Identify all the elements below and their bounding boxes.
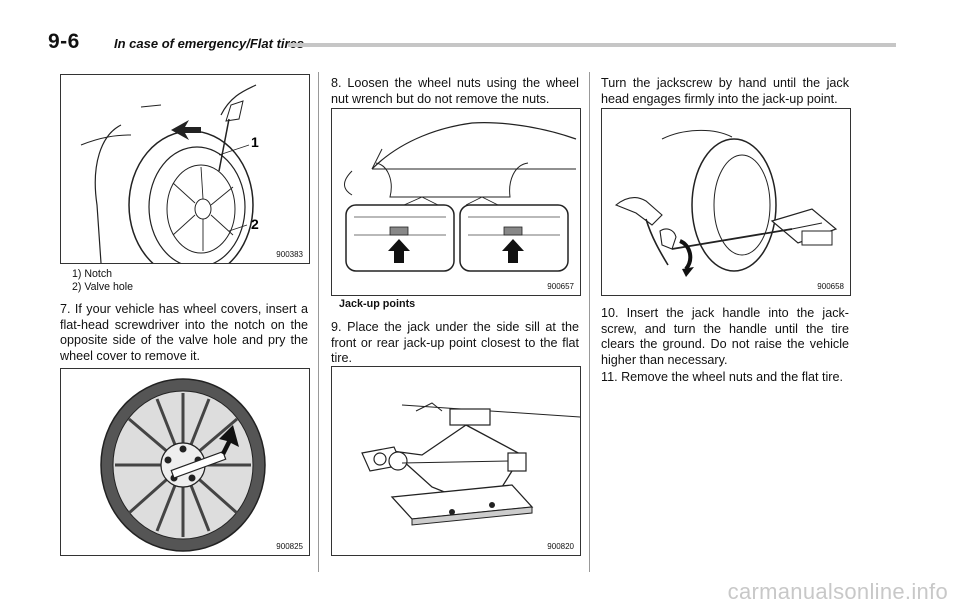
- column-divider-1: [318, 72, 319, 572]
- figure-code: 900657: [547, 282, 574, 291]
- figure-code: 900825: [276, 542, 303, 551]
- figure-jack-up-points: 900657: [331, 108, 581, 296]
- step-8-text: 8. Loosen the wheel nuts using the wheel…: [331, 76, 579, 106]
- figure-jack-handle: 900658: [601, 108, 851, 296]
- callout-2: 2: [251, 216, 259, 232]
- watermark: carmanualsonline.info: [727, 579, 948, 604]
- figure-legend: 1) Notch 2) Valve hole: [72, 268, 302, 294]
- step-7-text: 7. If your vehicle has wheel covers, ins…: [60, 302, 308, 363]
- figure-code: 900383: [276, 250, 303, 259]
- wheel-illustration: 1 2: [80, 84, 259, 263]
- column-divider-2: [589, 72, 590, 572]
- wheel-cover-illustration: [100, 378, 266, 552]
- car-jack-points-illustration: [344, 122, 577, 272]
- step-11-text: 11. Remove the wheel nuts and the flat t…: [601, 370, 843, 384]
- jackscrew-paragraph: Turn the jackscrew by hand until the jac…: [601, 76, 849, 106]
- legend-item-valve-hole: 2) Valve hole: [72, 281, 134, 293]
- figure-code: 900820: [547, 542, 574, 551]
- legend-item-notch: 1) Notch: [72, 268, 113, 280]
- header-rule: [288, 43, 896, 47]
- figure-notch-valve-hole: 1 2 900383: [60, 74, 310, 264]
- figure-wheel-cover: 900825: [60, 368, 310, 556]
- jack-handle-illustration: [614, 129, 838, 277]
- scissor-jack-illustration: [361, 402, 580, 526]
- section-title: In case of emergency/Flat tires: [114, 36, 305, 51]
- page-number: 9-6: [48, 30, 80, 53]
- step-9-text: 9. Place the jack under the side sill at…: [331, 320, 579, 366]
- figure-jack: 900820: [331, 366, 581, 556]
- figure-code: 900658: [817, 282, 844, 291]
- figure-caption: Jack-up points: [339, 298, 416, 310]
- step-10-text: 10. Insert the jack handle into the jack…: [601, 306, 849, 367]
- page-header: 9-6 In case of emergency/Flat tires: [48, 30, 896, 54]
- callout-1: 1: [251, 134, 259, 150]
